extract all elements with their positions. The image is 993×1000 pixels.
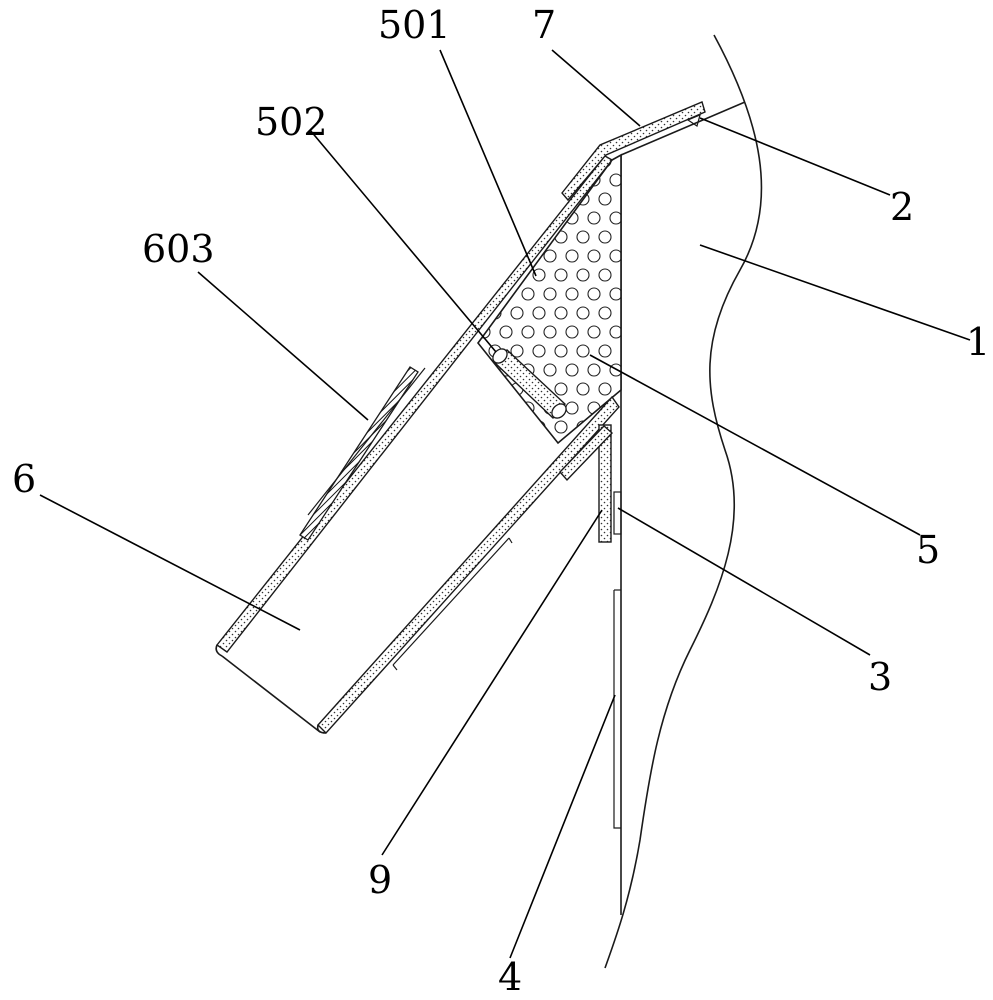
leader-3 [618, 508, 870, 655]
label-9: 9 [368, 858, 392, 902]
leader-9 [382, 510, 602, 855]
leader-6 [40, 495, 300, 630]
label-7: 7 [532, 3, 556, 47]
leader-1 [700, 245, 970, 340]
label-5: 5 [916, 528, 940, 572]
label-1: 1 [966, 320, 990, 364]
part-603-hatched-strip [300, 367, 418, 540]
label-2: 2 [890, 185, 914, 229]
leader-7 [552, 50, 640, 126]
leader-501 [440, 50, 536, 276]
part-6-lower-guide [393, 538, 509, 665]
part-3-connector [614, 492, 621, 534]
label-6: 6 [12, 457, 36, 501]
leader-603 [198, 272, 368, 420]
part-603-backing [308, 368, 425, 515]
part-4-plate [614, 590, 621, 828]
label-501: 501 [378, 3, 451, 47]
label-502: 502 [255, 100, 328, 144]
body-wavy-outline [605, 35, 761, 968]
part-6-lower-guide-ends [393, 538, 512, 670]
label-603: 603 [142, 227, 215, 271]
leader-2 [700, 118, 890, 195]
leader-5 [590, 355, 920, 535]
label-3: 3 [868, 655, 892, 699]
leader-502 [310, 130, 496, 352]
leader-4 [510, 695, 615, 958]
part-6-bottom-left-edge [222, 656, 320, 732]
label-4: 4 [498, 955, 522, 999]
